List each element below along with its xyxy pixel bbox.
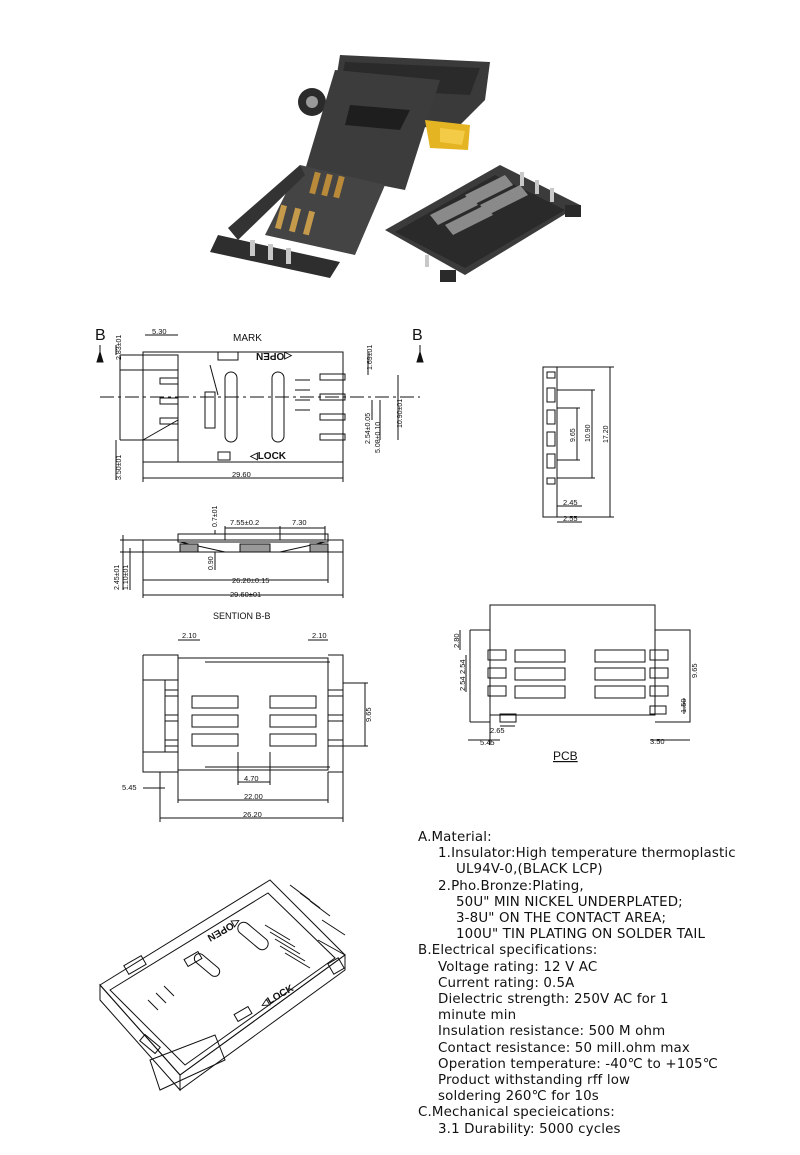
electrical-heading: B.Electrical specifications:: [418, 943, 598, 959]
material-heading: A.Material:: [418, 830, 492, 845]
dim-7-55: 7.55±0.2: [230, 518, 259, 527]
dim-17-20-side: 17.20: [603, 425, 610, 443]
current-rating: Current rating: 0.5A: [438, 975, 575, 991]
dim-2-10-right: 2.10: [312, 631, 327, 640]
dim-2-55-side: 2.55: [563, 514, 578, 523]
dim-2-83: 2.83±01: [116, 335, 123, 360]
side-view-drawing: [542, 366, 614, 523]
bronze-line-1: 2.Pho.Bronze:Plating,: [438, 878, 584, 894]
bronze-line-4: 100U" TIN PLATING ON SOLDER TAIL: [456, 927, 706, 943]
dim-22-00: 22.00: [244, 792, 263, 801]
dim-2-80-pcb: 2.80: [452, 633, 461, 648]
dim-7-30: 7.30: [292, 518, 307, 527]
dim-5-45-pcb: 5.45: [480, 738, 495, 747]
side-view-labels: 9.65 10.90 17.20 2.45 2.55: [563, 424, 610, 523]
dielectric-line-1: Dielectric strength: 250V AC for 1: [438, 992, 669, 1008]
dim-5-30: 5.30: [152, 327, 167, 336]
dim-9-65-side: 9.65: [570, 428, 577, 442]
section-view-labels: 0.7±01 7.55±0.2 7.30 2.45±01 1.10±01 0.9…: [114, 506, 307, 621]
dim-2-45-sec: 2.45±01: [114, 565, 121, 590]
dim-29-60: 29.60: [232, 470, 251, 479]
closed-connector-photo: [385, 165, 581, 282]
insulator-line-2: UL94V-0,(BLACK LCP): [456, 862, 603, 878]
insulator-line-1: 1.Insulator:High temperature thermoplast…: [438, 846, 736, 862]
iso-open-label: ◁OPEN: [205, 915, 243, 943]
bottom-view-drawing: [142, 639, 368, 822]
pcb-title: PCB: [553, 749, 578, 763]
product-photo: [210, 55, 581, 282]
dim-1-50-pcb: 1.50: [679, 698, 688, 713]
open-label: ◁OPEN: [256, 350, 293, 361]
dim-9-65-bottom: 9.65: [364, 707, 373, 722]
voltage-rating: Voltage rating: 12 V AC: [438, 959, 598, 975]
dim-4-70: 4.70: [244, 774, 259, 783]
dim-26-20-sec: 26.20±0.15: [232, 576, 269, 585]
top-view-labels: B B MARK ◁OPEN ◁LOCK 5.30 2.83±01 1.69±0…: [95, 327, 423, 480]
pcb-labels: 2.80 2.54 2.54 9.65 1.50 2.65 5.45 3.50 …: [452, 633, 699, 763]
durability: 3.1 Durability: 5000 cycles: [438, 1121, 621, 1137]
dielectric-line-2: minute min: [438, 1008, 517, 1024]
dim-5-45-bottom: 5.45: [122, 783, 137, 792]
product-line-2: soldering 260℃ for 10s: [438, 1089, 599, 1105]
isometric-view-labels: ◁OPEN ◁LOCK: [205, 915, 296, 1011]
dim-2-54-pcb-a: 2.54: [458, 676, 467, 691]
contact-resistance: Contact resistance: 50 mill.ohm max: [438, 1040, 690, 1056]
insulation-resistance: Insulation resistance: 500 M ohm: [438, 1024, 666, 1040]
bronze-line-3: 3-8U" ON THE CONTACT AREA;: [456, 911, 667, 927]
bottom-view-labels: 2.10 2.10 9.65 5.45 4.70 22.00 26.20: [122, 631, 373, 819]
dim-0-7: 0.7±01: [212, 506, 219, 527]
hinged-connector-photo: [210, 55, 490, 278]
dim-2-54-pcb-b: 2.54: [458, 659, 467, 674]
dim-10-90: 10.90±01: [397, 399, 404, 428]
bronze-line-2: 50U" MIN NICKEL UNDERPLATED;: [456, 894, 683, 910]
dim-2-54: 2.54±0.05: [365, 413, 372, 444]
dim-29-60-sec: 29.60±01: [230, 590, 261, 599]
section-marker-right: B: [412, 327, 423, 344]
section-title: SENTION B-B: [213, 611, 271, 621]
dim-1-69: 1.69±01: [367, 345, 374, 370]
dim-3-50-pcb: 3.50: [650, 737, 665, 746]
dim-2-10-left: 2.10: [182, 631, 197, 640]
dim-1-10: 1.10±01: [123, 565, 130, 590]
dim-26-20-bottom: 26.20: [243, 810, 262, 819]
dim-2-65-pcb: 2.65: [490, 726, 505, 735]
dim-10-90-side: 10.90: [585, 424, 592, 442]
dim-2-45-side: 2.45: [563, 498, 578, 507]
specifications-block: A.Material: 1.Insulator:High temperature…: [418, 830, 788, 1138]
product-line-1: Product withstanding rff low: [438, 1073, 631, 1089]
section-view-drawing: [120, 526, 344, 598]
pcb-drawing: [459, 604, 691, 745]
top-view-drawing: [96, 334, 424, 482]
dim-3-50: 3.50±01: [116, 455, 123, 480]
iso-lock-label: ◁LOCK: [258, 983, 296, 1011]
isometric-view-drawing: [99, 879, 346, 1092]
dim-0-90: 0.90: [208, 556, 215, 570]
operation-temperature: Operation temperature: -40℃ to +105℃: [438, 1056, 718, 1072]
dim-9-65-pcb: 9.65: [690, 663, 699, 678]
dim-5-08: 5.08±0.10: [375, 422, 382, 453]
section-marker-left: B: [95, 327, 106, 344]
lock-label: ◁LOCK: [249, 451, 287, 462]
mark-label: MARK: [233, 333, 262, 344]
mechanical-heading: C.Mechanical specieications:: [418, 1105, 615, 1121]
